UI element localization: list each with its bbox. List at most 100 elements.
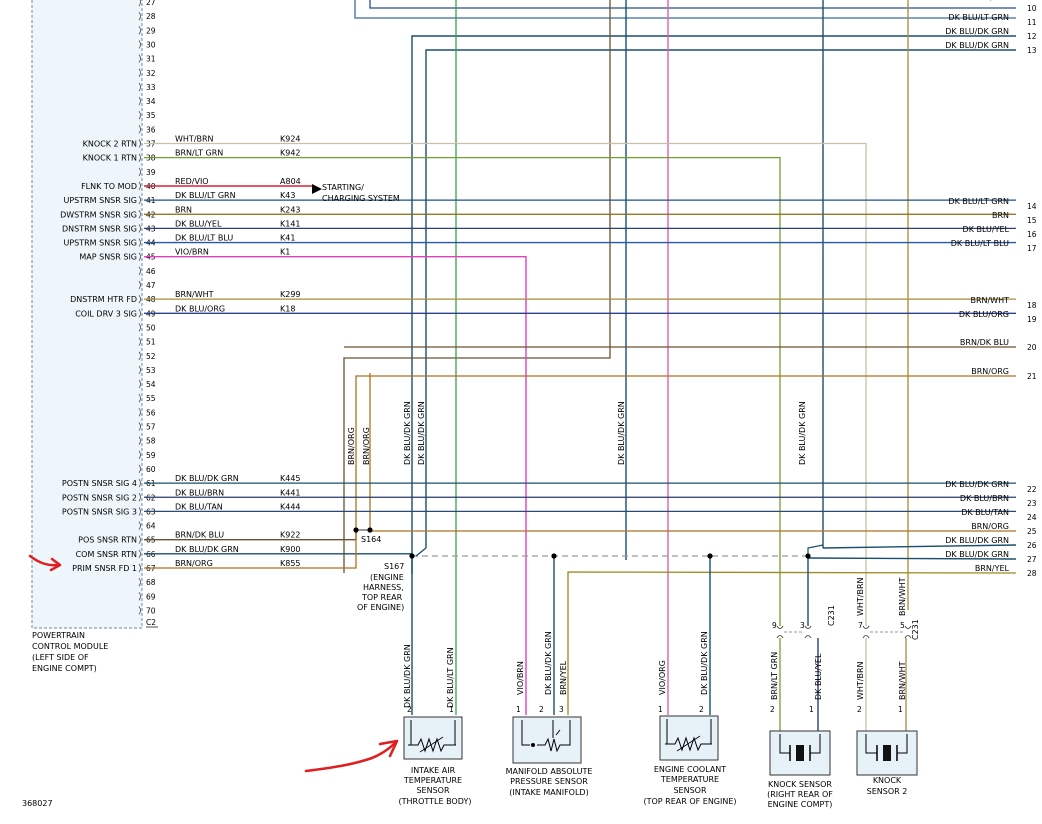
pcm-label-line-4: ENGINE COMPT) <box>32 664 97 673</box>
pin-terminal-icon <box>138 549 141 559</box>
circuit-wire-color: DK BLU/ORG <box>175 304 225 313</box>
iat-caption-2: TEMPERATURE <box>403 776 462 785</box>
pcm-pin-number: 70 <box>146 606 156 615</box>
starting-note-line-2: CHARGING SYSTEM <box>322 194 400 203</box>
wire-segment <box>415 547 427 557</box>
wire-segment <box>425 49 1016 548</box>
pcm-body <box>31 0 143 629</box>
pin-terminal-icon <box>138 535 141 544</box>
red-marker-stroke-icon <box>304 740 398 773</box>
circuit-code: K444 <box>280 502 301 511</box>
right-wire-number: 25 <box>1027 527 1037 536</box>
vertical-wire-label: WHT/BRN <box>856 577 865 616</box>
ect-caption-3: SENSOR <box>673 786 706 795</box>
pin-terminal-icon <box>138 54 141 63</box>
sensor-pin-number: 1 <box>516 705 521 714</box>
circuit-code: K445 <box>280 474 301 483</box>
pcm-circuit-name: POS SNSR RTN <box>78 536 137 545</box>
sensor-pin-number: 1 <box>449 705 454 714</box>
wire-segment <box>144 157 781 626</box>
pin-terminal-icon <box>138 224 141 233</box>
wire-segment <box>822 544 1017 549</box>
circuit-code: K855 <box>280 559 301 568</box>
pin-terminal-icon <box>138 11 141 21</box>
circuit-code: K900 <box>280 545 301 554</box>
right-wire-label: DK BLU/ORG <box>959 310 1009 319</box>
map-caption-3: (INTAKE MANIFOLD) <box>509 788 588 797</box>
right-wire-label: DK BLU/DK GRN <box>945 41 1009 50</box>
vertical-wire-label: VIO/BRN <box>516 661 525 695</box>
right-wire-number: 16 <box>1027 230 1037 239</box>
vertical-wire-label: DK BLU/YEL <box>814 653 823 700</box>
pin-terminal-icon <box>138 493 141 502</box>
pcm-pin-number: 27 <box>146 0 156 7</box>
right-wire-label: BRN <box>992 211 1009 220</box>
knock-sensor-1 <box>769 730 831 776</box>
intake-air-temp-sensor <box>403 716 463 760</box>
pin-terminal-icon <box>138 96 141 106</box>
pcm-pin-number: 59 <box>146 451 156 460</box>
pcm-pin-number: 53 <box>146 366 156 375</box>
wire-segment <box>567 571 1017 715</box>
pcm-pin-number: 69 <box>146 592 156 601</box>
right-wire-number: 15 <box>1027 216 1037 225</box>
knock-sensor-2 <box>856 730 918 776</box>
circuit-code: K299 <box>280 290 301 299</box>
pin-terminal-icon <box>138 26 141 35</box>
connector-terminal-icon <box>804 625 812 639</box>
right-wire-number: 19 <box>1027 315 1037 324</box>
knock1-caption-1: KNOCK SENSOR <box>768 780 832 789</box>
pin-terminal-icon <box>138 153 141 162</box>
pcm-pin-number: 60 <box>146 465 156 474</box>
connector-pin-number: 5 <box>900 621 905 630</box>
pcm-pin-number: 28 <box>146 12 156 21</box>
right-wire-number: 23 <box>1027 499 1037 508</box>
pcm-circuit-name: COIL DRV 3 SIG <box>75 309 137 318</box>
pin-terminal-icon <box>138 82 141 92</box>
pcm-circuit-name: POSTN SNSR SIG 2 <box>62 493 137 502</box>
pin-terminal-icon <box>138 238 141 247</box>
pcm-pin-number: 34 <box>146 97 156 106</box>
circuit-code: K1 <box>280 248 290 257</box>
map-caption-2: PRESSURE SENSOR <box>510 777 588 786</box>
vertical-wire-label: DK BLU/LT GRN <box>446 647 455 708</box>
circuit-wire-color: DK BLU/LT BLU <box>175 234 233 243</box>
ect-caption-2: TEMPERATURE <box>660 775 719 784</box>
pcm-circuit-name: COM SNSR RTN <box>76 550 137 559</box>
pin-terminal-icon <box>138 68 141 77</box>
circuit-wire-color: RED/VIO <box>175 177 209 186</box>
pin-terminal-icon <box>138 337 141 346</box>
pcm-circuit-name: KNOCK 2 RTN <box>83 140 137 149</box>
pcm-pin-number: 54 <box>146 380 156 389</box>
pcm-circuit-name: DWSTRM SNSR SIG <box>60 210 137 219</box>
pin-terminal-icon <box>138 252 141 261</box>
connector-terminal-icon <box>776 625 784 639</box>
pin-terminal-icon <box>138 592 141 601</box>
right-wire-number: 22 <box>1027 485 1037 494</box>
pin-terminal-icon <box>138 210 141 219</box>
vertical-wire-label: DK BLU/DK GRN <box>798 401 807 465</box>
red-marker-arrowhead-icon <box>378 739 399 758</box>
ect-caption-1: ENGINE COOLANT <box>654 765 726 774</box>
sensor-pin-number: 3 <box>559 705 564 714</box>
connector-pin-number: 3 <box>800 621 805 630</box>
connector-pin-number: 9 <box>772 621 777 630</box>
sensor-pin-number: 2 <box>770 705 775 714</box>
pin-terminal-icon <box>138 195 141 205</box>
circuit-code: K243 <box>280 205 301 214</box>
pin-terminal-icon <box>138 393 141 403</box>
pin-terminal-icon <box>138 294 141 304</box>
pin-terminal-icon <box>138 40 141 49</box>
circuit-code: A804 <box>280 177 301 186</box>
right-wire-label: BRN/ORG <box>971 367 1009 376</box>
circuit-wire-color: VIO/BRN <box>175 248 209 257</box>
right-wire-number: 17 <box>1027 244 1037 253</box>
pin-terminal-icon <box>138 577 141 587</box>
right-wire-number: 28 <box>1027 569 1037 578</box>
right-wire-label: BRN/ORG <box>971 522 1009 531</box>
pcm-pin-number: 55 <box>146 394 156 403</box>
pcm-circuit-name: UPSTRM SNSR SIG <box>63 196 137 205</box>
